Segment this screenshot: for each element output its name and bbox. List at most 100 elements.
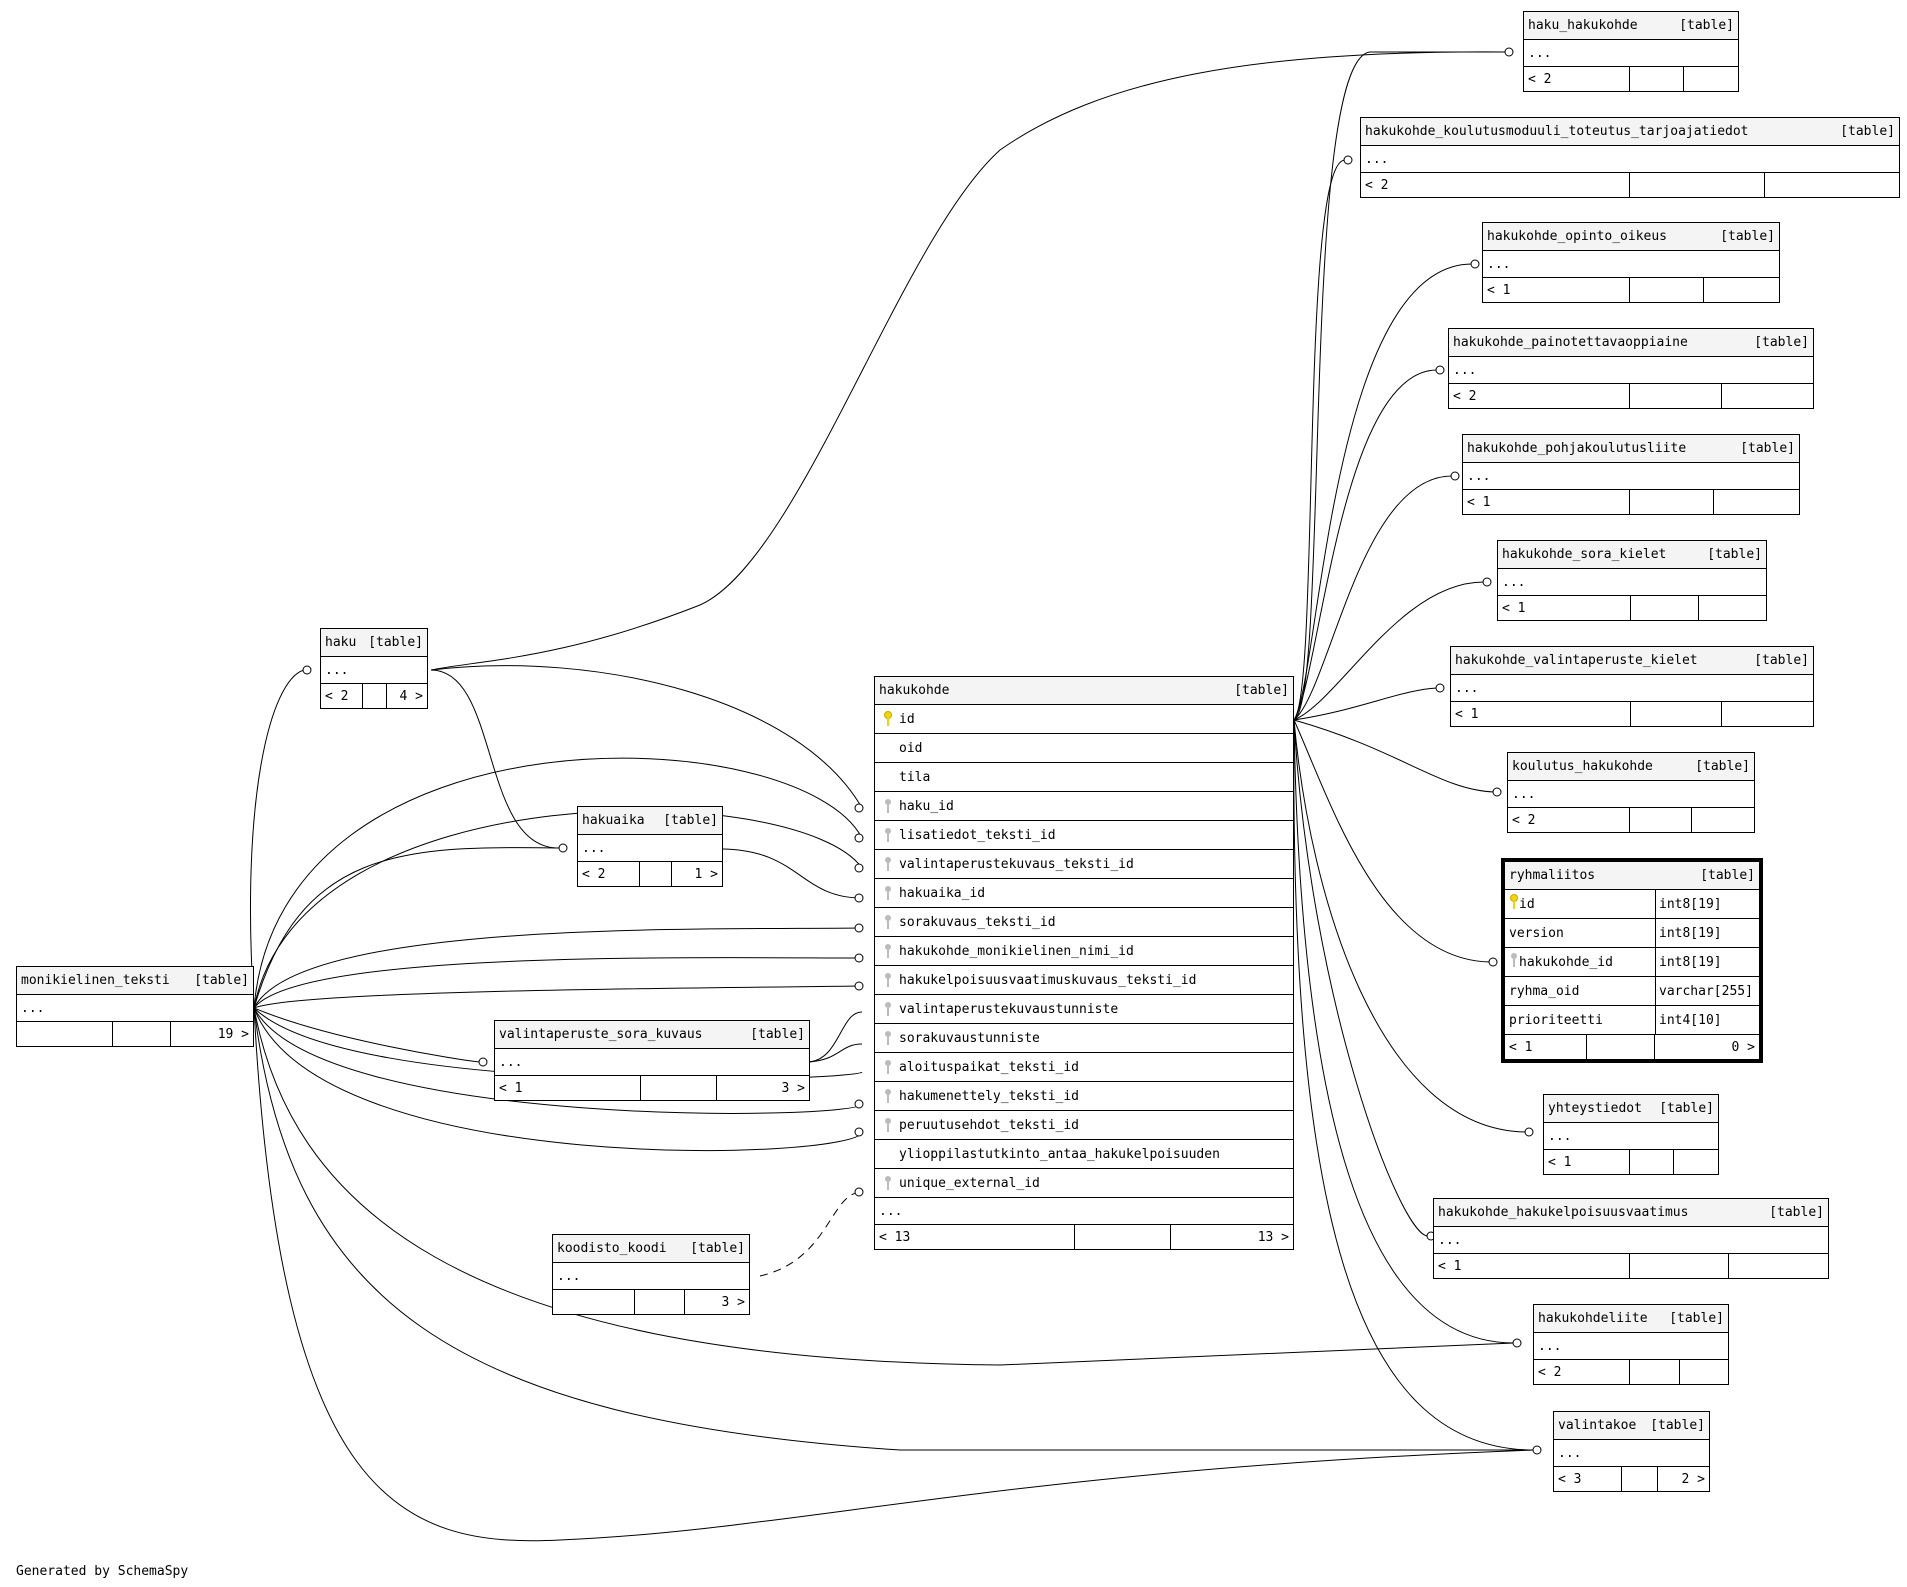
edge [430,669,561,849]
column-row[interactable]: unique_external_id [875,1169,1293,1198]
column-row[interactable]: valintaperustekuvaustunniste [875,995,1293,1024]
parents-count[interactable]: < 1 [495,1076,641,1100]
children-count[interactable]: 0 > [1731,1039,1755,1055]
parents-count[interactable]: < 13 [875,1225,1075,1249]
parents-count[interactable]: < 1 [1483,278,1630,302]
table-footer: 3 > [553,1290,749,1314]
table-tag: [table] [194,973,249,988]
parents-count[interactable]: < 1 [1434,1254,1630,1278]
column-row[interactable]: id [875,705,1293,734]
table-ellipsis: ... [1498,569,1766,596]
table-hakukohdeliite[interactable]: hakukohdeliite[table] ... < 2 [1533,1304,1729,1385]
children-count[interactable]: 3 > [781,1080,805,1096]
column-row[interactable]: ylioppilastutkinto_antaa_hakukelpoisuude… [875,1140,1293,1169]
children-count[interactable] [1729,1254,1828,1278]
primary-key-icon [1509,894,1519,914]
children-count[interactable] [1714,490,1799,514]
children-count[interactable] [1722,702,1813,726]
table-monikielinen-teksti[interactable]: monikielinen_teksti[table] ... 19 > [16,966,254,1047]
table-ellipsis: ... [1449,357,1813,384]
column-row[interactable]: hakukelpoisuusvaatimuskuvaus_teksti_id [875,966,1293,995]
children-count[interactable] [1692,808,1754,832]
table-hakukohde-pohjakoulutusliite[interactable]: hakukohde_pohjakoulutusliite[table] ... … [1462,434,1800,515]
children-count[interactable] [1674,1150,1718,1174]
parents-count[interactable]: < 3 [1554,1467,1622,1491]
table-hakukohde-hakukelpoisuusvaatimus[interactable]: hakukohde_hakukelpoisuusvaatimus[table] … [1433,1198,1829,1279]
column-name: unique_external_id [899,1175,1040,1191]
edge [253,1007,863,1114]
column-name: hakukohde_monikielinen_nimi_id [899,943,1134,959]
table-hakukohde-sora-kielet[interactable]: hakukohde_sora_kielet [table] ... < 1 [1497,540,1767,621]
children-count[interactable]: 3 > [721,1294,745,1310]
column-name: peruutusehdot_teksti_id [899,1117,1080,1133]
table-tag: [table] [1679,18,1734,33]
column-name: id [899,711,915,727]
children-count[interactable]: 4 > [399,688,423,704]
table-koulutus-hakukohde[interactable]: koulutus_hakukohde[table] ... < 2 [1507,752,1755,833]
table-name: hakukohde_sora_kielet [1502,547,1667,562]
children-count[interactable] [1722,384,1813,408]
parents-count[interactable]: < 1 [1505,1035,1587,1059]
column-row[interactable]: aloituspaikat_teksti_id [875,1053,1293,1082]
parents-count[interactable]: < 1 [1463,490,1630,514]
children-count[interactable]: 19 > [217,1026,249,1042]
table-hakukohde-valintaperuste-kielet[interactable]: hakukohde_valintaperuste_kielet[table] .… [1450,646,1814,727]
edge [253,1007,863,1152]
children-count[interactable]: 2 > [1681,1471,1705,1487]
children-count[interactable] [1684,67,1738,91]
table-footer: < 1 [1451,702,1813,726]
parents-count[interactable]: < 2 [1449,384,1630,408]
parents-count[interactable] [17,1022,113,1046]
table-name: hakukohde_valintaperuste_kielet [1455,653,1698,668]
parents-count[interactable] [553,1290,635,1314]
edge [250,669,305,1009]
children-count[interactable]: 1 > [694,866,718,882]
parents-count[interactable]: < 2 [1524,67,1630,91]
parents-count[interactable]: < 2 [1508,808,1630,832]
column-row[interactable]: sorakuvaustunniste [875,1024,1293,1053]
parents-count[interactable]: < 2 [321,684,363,708]
table-yhteystiedot[interactable]: yhteystiedot[table] ... < 1 [1543,1094,1719,1175]
parents-count[interactable]: < 2 [1361,173,1630,197]
table-haku-hakukohde[interactable]: haku_hakukohde[table] ... < 2 [1523,11,1739,92]
table-koodisto-koodi[interactable]: koodisto_koodi[table] ... 3 > [552,1234,750,1315]
column-row[interactable]: haku_id [875,792,1293,821]
column-row[interactable]: sorakuvaus_teksti_id [875,908,1293,937]
children-count[interactable] [1699,596,1766,620]
table-hakukohde-opinto-oikeus[interactable]: hakukohde_opinto_oikeus[table] ... < 1 [1482,222,1780,303]
children-count[interactable]: 13 > [1257,1229,1289,1245]
column-row[interactable]: tila [875,763,1293,792]
column-row[interactable]: hakukohde_monikielinen_nimi_id [875,937,1293,966]
parents-count[interactable]: < 1 [1451,702,1631,726]
column-row[interactable]: hakuaika_id [875,879,1293,908]
column-row[interactable]: hakumenettely_teksti_id [875,1082,1293,1111]
table-tag: [table] [1707,547,1762,562]
parents-count[interactable]: < 1 [1544,1150,1630,1174]
parents-count[interactable]: < 1 [1498,596,1631,620]
table-hakukohde-koulutusmoduuli-toteutus-tarjoajatiedot[interactable]: hakukohde_koulutusmoduuli_toteutus_tarjo… [1360,117,1900,198]
parents-count[interactable]: < 2 [1534,1360,1630,1384]
table-hakukohde-painotettavaoppiaine[interactable]: hakukohde_painotettavaoppiaine[table] ..… [1448,328,1814,409]
column-row[interactable]: peruutusehdot_teksti_id [875,1111,1293,1140]
column-row[interactable]: valintaperustekuvaus_teksti_id [875,850,1293,879]
column-row[interactable]: lisatiedot_teksti_id [875,821,1293,850]
column-row[interactable]: oid [875,734,1293,763]
children-count[interactable] [1765,173,1899,197]
children-count[interactable] [1680,1360,1728,1384]
table-footer: < 1 0 > [1505,1035,1759,1059]
children-count[interactable] [1704,278,1779,302]
column-type: int8[19] [1659,925,1722,941]
parents-count[interactable]: < 2 [578,862,640,886]
table-name: valintakoe [1558,1418,1637,1433]
table-valintaperuste-sora-kuvaus[interactable]: valintaperuste_sora_kuvaus[table] ... < … [494,1020,810,1101]
